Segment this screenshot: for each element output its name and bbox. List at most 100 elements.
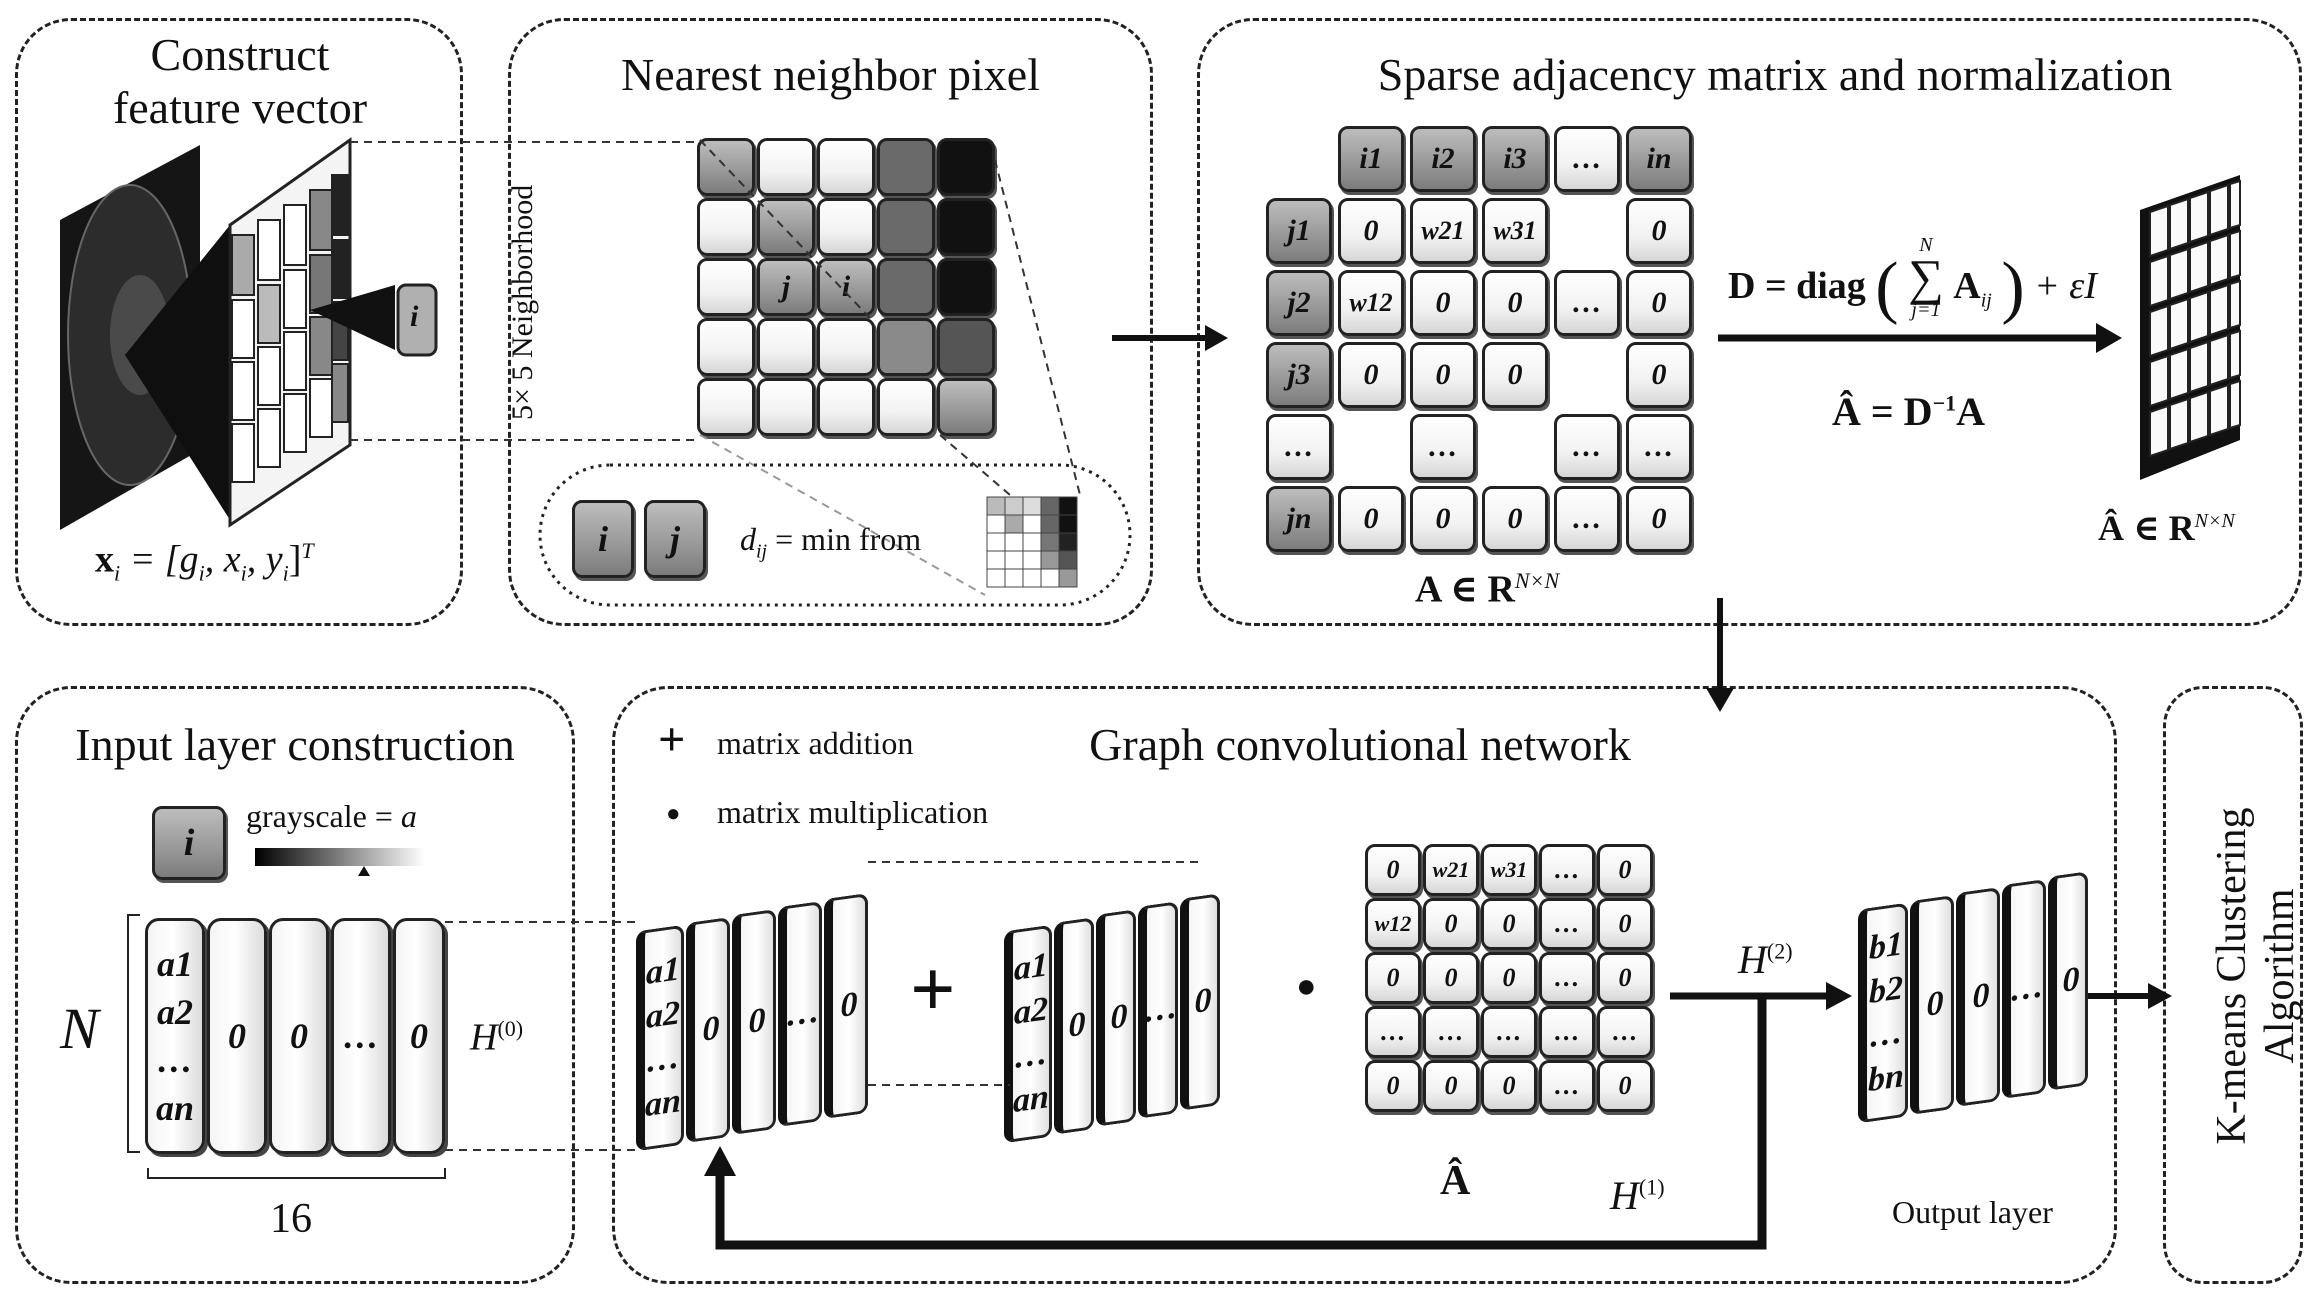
matrix-cell: w31	[1482, 198, 1548, 264]
width-label: 16	[270, 1196, 312, 1242]
row-header: j1	[1266, 198, 1332, 264]
col-header: in	[1626, 126, 1692, 192]
output-column: 0	[2048, 871, 2088, 1091]
grid-cell	[877, 258, 935, 316]
ahat-cell: 0	[1481, 1060, 1537, 1112]
matrix-cell: 0	[1410, 486, 1476, 552]
ahat-cell: w31	[1481, 844, 1537, 896]
neighbor-title: Nearest neighbor pixel	[621, 49, 1040, 100]
grid-cell	[757, 378, 815, 436]
legend-dot-label: matrix multiplication	[717, 794, 989, 830]
H1-label: H(1)	[1610, 1173, 1665, 1218]
input-column: …	[331, 918, 391, 1154]
output-column: 0	[1956, 886, 2000, 1108]
grayscale-gradient	[255, 848, 425, 866]
grid-cell	[877, 378, 935, 436]
matrix-cell: 0	[1338, 198, 1404, 264]
H2-label: H(2)	[1738, 937, 1793, 982]
matrix-cell: 0	[1338, 342, 1404, 408]
panel-sparse-adjacency	[1197, 18, 2302, 626]
matrix-cell: 0	[1482, 270, 1548, 336]
panel-input-layer	[15, 686, 575, 1284]
ahat-cell: w21	[1423, 844, 1479, 896]
ahat-cell: …	[1365, 1006, 1421, 1058]
grid-cell	[937, 378, 995, 436]
ahat-formula: Â = D−1A	[1832, 389, 1986, 434]
ahat-cell: 0	[1365, 1060, 1421, 1112]
grid-cell	[817, 198, 875, 256]
legend-dot-symbol: ●	[666, 801, 681, 827]
grid-cell-j: j	[757, 258, 815, 316]
panel-gcn	[612, 686, 2117, 1284]
grid-cell	[877, 138, 935, 196]
grid-cell	[817, 138, 875, 196]
ahat-cell: 0	[1365, 844, 1421, 896]
row-header: j2	[1266, 270, 1332, 336]
input-title: Input layer construction	[75, 719, 515, 770]
feature-formula: xi = [gi, xi, yi]T	[95, 538, 314, 586]
grayscale-label: grayscale = a	[246, 798, 417, 834]
grid-cell	[757, 198, 815, 256]
N-label: N	[60, 996, 99, 1061]
matrix-cell: …	[1554, 270, 1620, 336]
grid-cell	[757, 138, 815, 196]
matrix-A-label: A ∈ RN×N	[1415, 568, 1560, 611]
dij-formula: dij = min from	[740, 521, 922, 563]
ahat-cell: …	[1539, 1060, 1595, 1112]
grayscale-marker	[358, 866, 370, 876]
grid-cell	[817, 318, 875, 376]
ahat-cell: 0	[1481, 898, 1537, 950]
col-header: …	[1554, 126, 1620, 192]
panel-nearest-neighbor	[508, 18, 1153, 626]
sparse-title: Sparse adjacency matrix and normalizatio…	[1377, 49, 2173, 100]
plus-operator: +	[910, 946, 956, 1034]
ahat-cell: 0	[1365, 952, 1421, 1004]
output-layer-label: Output layer	[1892, 1194, 2053, 1230]
row-header: j3	[1266, 342, 1332, 408]
col-header: i3	[1482, 126, 1548, 192]
row-header: jn	[1266, 486, 1332, 552]
matrix-cell: …	[1554, 414, 1620, 480]
ahat-cell: …	[1423, 1006, 1479, 1058]
ahat-cell: 0	[1423, 1060, 1479, 1112]
ahat-cell: 0	[1597, 1060, 1653, 1112]
output-column: 0	[1910, 894, 1954, 1116]
matrix-cell: 0	[1482, 486, 1548, 552]
legend-plus-label: matrix addition	[717, 725, 914, 761]
col-header: i1	[1338, 126, 1404, 192]
grid-cell	[937, 138, 995, 196]
legend-pixel-i: i	[572, 500, 634, 578]
gcn-title: Graph convolutional network	[1089, 719, 1631, 770]
grid-cell	[697, 138, 755, 196]
ahat-cell: …	[1539, 844, 1595, 896]
ahat-set-label: Â ∈ RN×N	[2098, 508, 2235, 548]
grid-cell	[937, 318, 995, 376]
matrix-cell: 0	[1338, 486, 1404, 552]
grid-cell	[937, 198, 995, 256]
ahat-cell: 0	[1597, 844, 1653, 896]
panel-kmeans	[2163, 686, 2303, 1284]
legend-pixel-j: j	[644, 500, 706, 578]
ahat-cell: 0	[1423, 898, 1479, 950]
input-column: 0	[269, 918, 329, 1154]
grid-cell	[697, 258, 755, 316]
grid-cell-i: i	[817, 258, 875, 316]
grid-cell	[877, 318, 935, 376]
kmeans-label: K-means Clustering Algorithm	[2209, 807, 2304, 1145]
grid-cell	[697, 378, 755, 436]
input-column: 0	[207, 918, 267, 1154]
input-legend-pixel: i	[152, 806, 226, 880]
grid-cell	[697, 318, 755, 376]
col-header: i2	[1410, 126, 1476, 192]
matrix-cell: 0	[1410, 342, 1476, 408]
grid-cell	[757, 318, 815, 376]
